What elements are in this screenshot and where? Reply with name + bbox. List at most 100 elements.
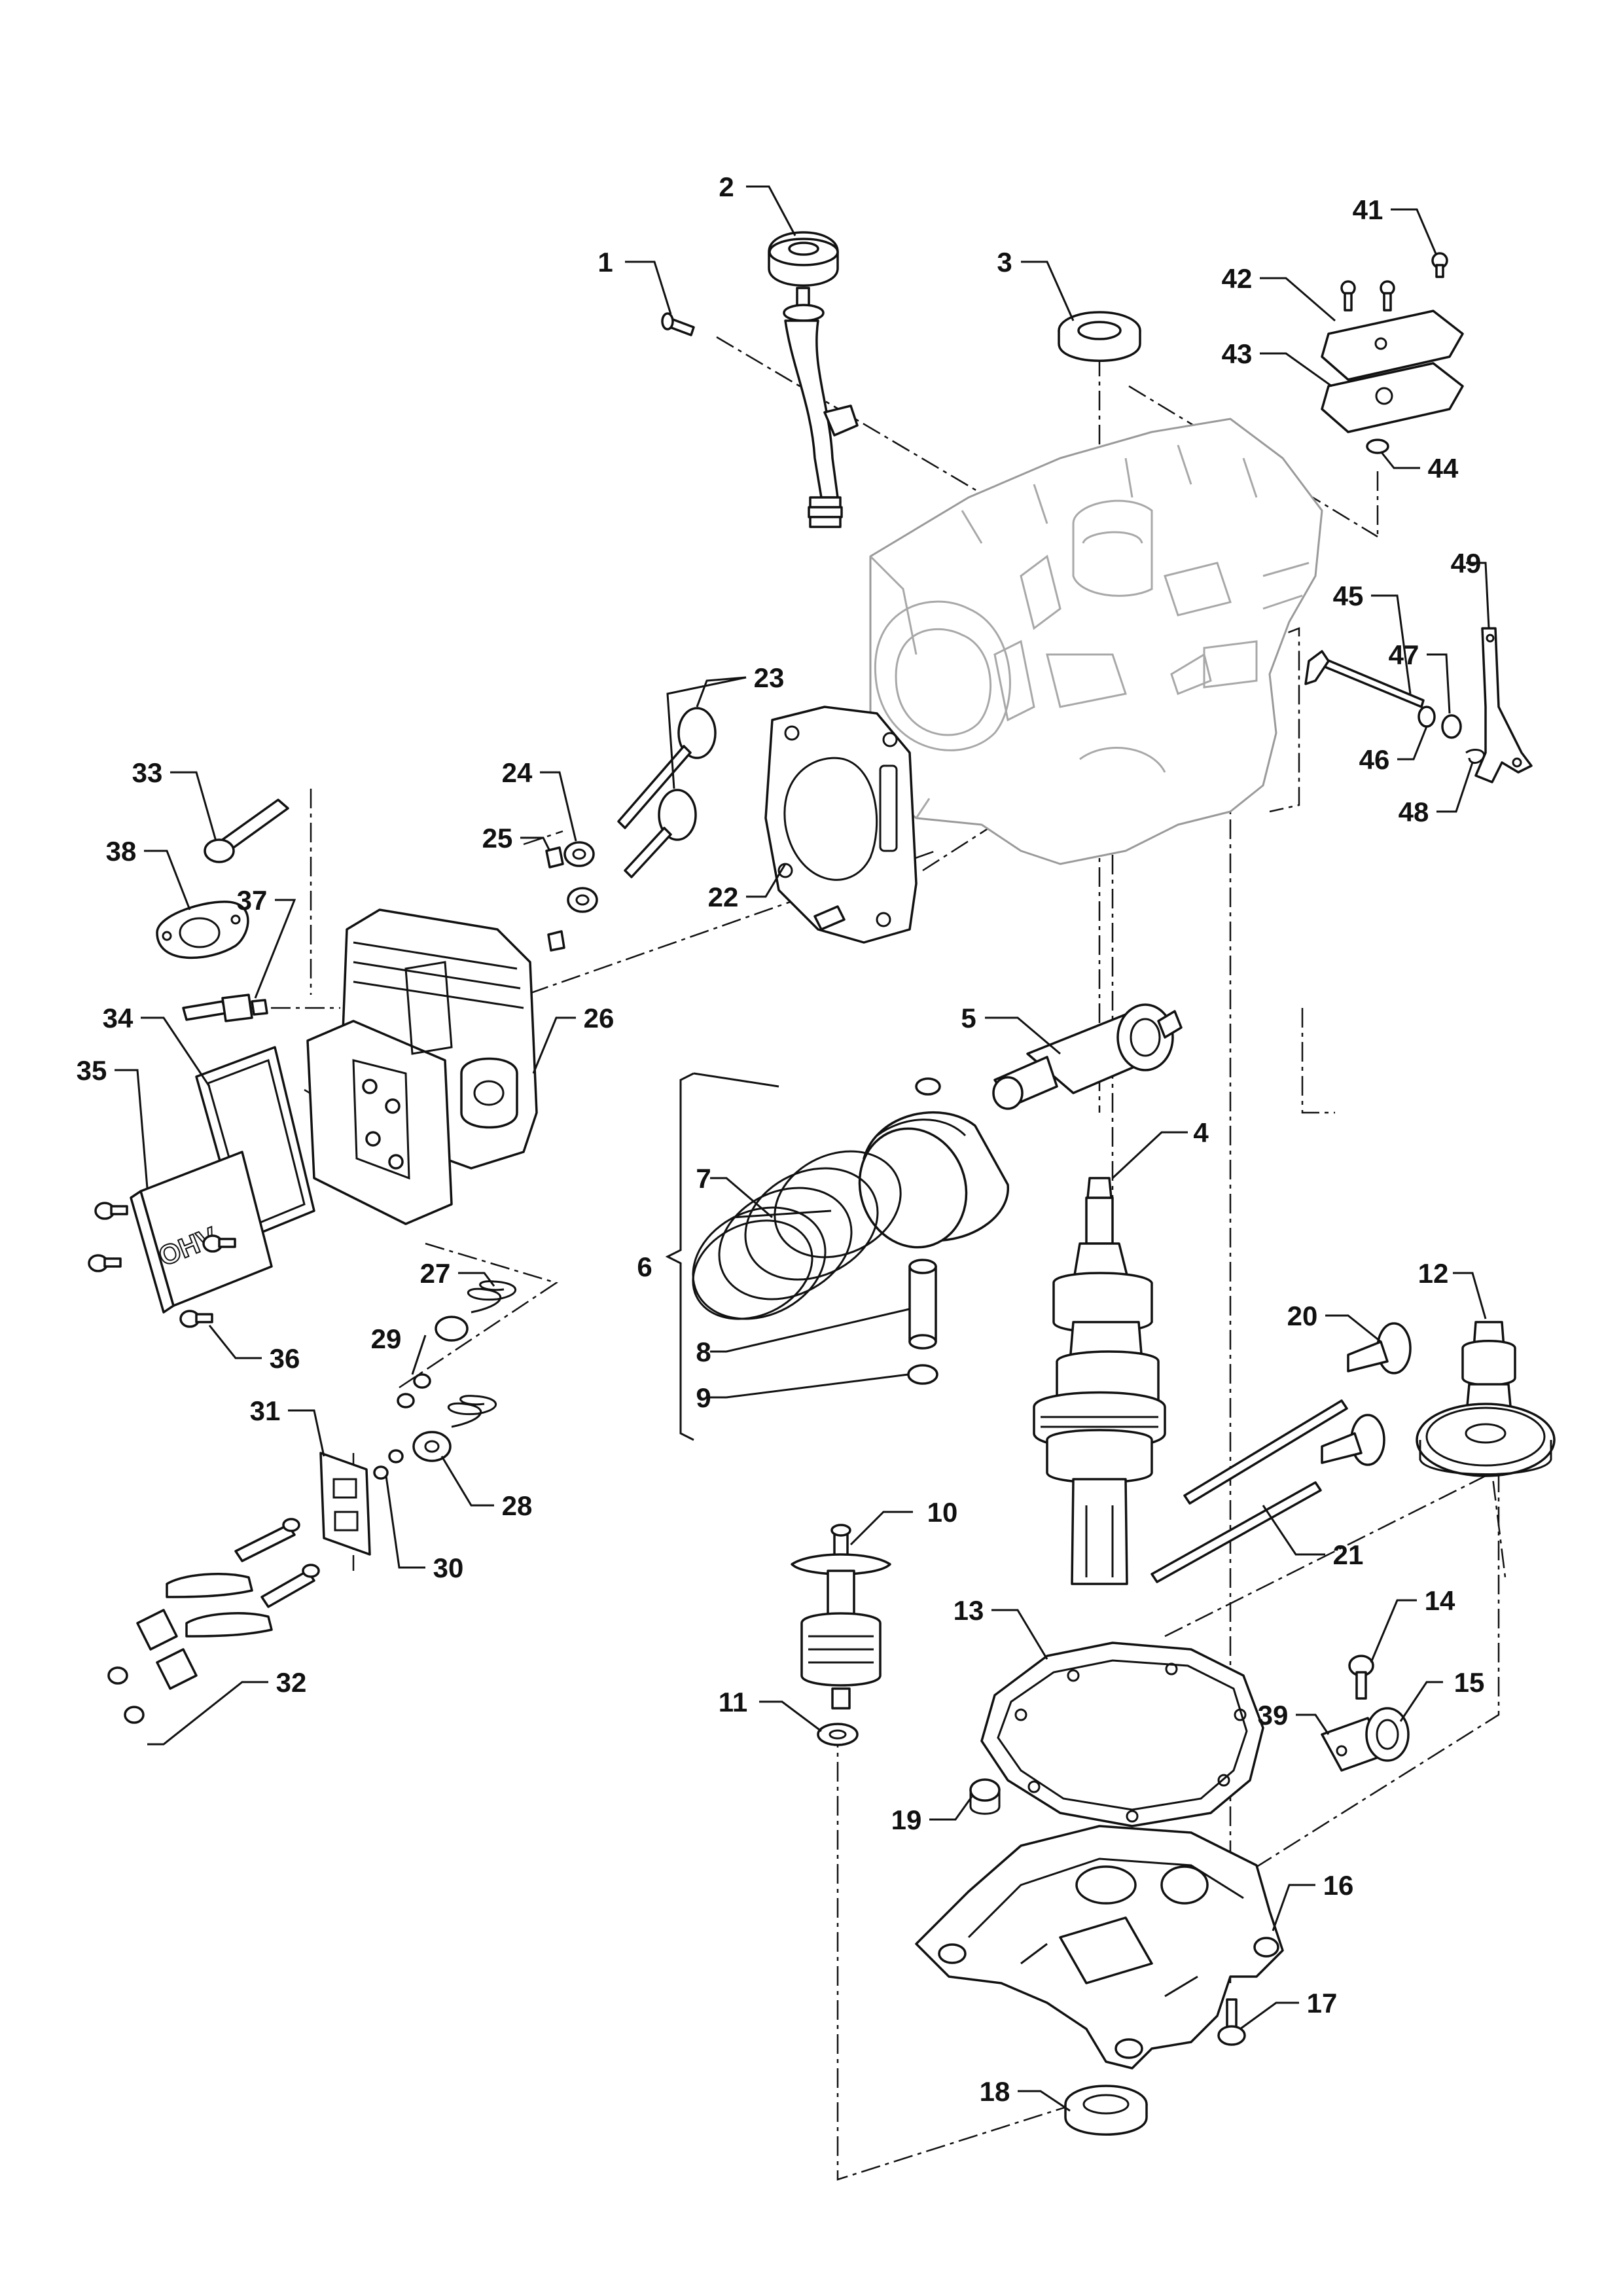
part-12-camshaft — [1416, 1321, 1556, 1477]
callout-30: 30 — [433, 1552, 464, 1583]
part-44-o-ring — [1366, 439, 1389, 454]
part-49-governor-lever — [1474, 627, 1533, 783]
part-5-connecting-rod — [992, 1003, 1183, 1110]
part-29-cap-b — [397, 1393, 415, 1408]
part-19-plug — [969, 1778, 1001, 1815]
part-37-spark-plug — [182, 994, 268, 1022]
callout-19: 19 — [891, 1804, 922, 1835]
callout-4: 4 — [1193, 1117, 1209, 1148]
callout-35: 35 — [77, 1055, 107, 1086]
callout-13: 13 — [954, 1595, 984, 1626]
part-2-dipstick — [768, 231, 859, 528]
callout-25: 25 — [482, 823, 513, 853]
callout-45: 45 — [1333, 581, 1364, 611]
callout-46: 46 — [1359, 744, 1390, 775]
callout-48: 48 — [1399, 797, 1429, 827]
callout-16: 16 — [1323, 1870, 1354, 1901]
part-7-piston-rings — [692, 1150, 902, 1320]
part-45-governor-shaft — [1304, 650, 1425, 708]
callout-8: 8 — [696, 1336, 711, 1367]
part-42-cover-plate — [1321, 280, 1464, 381]
callout-6: 6 — [637, 1251, 652, 1282]
callout-17: 17 — [1307, 1988, 1338, 2018]
part-8-piston-pin — [908, 1259, 937, 1350]
part-23-valves — [617, 707, 717, 878]
part-22-head-gasket — [764, 706, 918, 944]
part-14-bolt — [1348, 1655, 1374, 1700]
callout-2: 2 — [719, 171, 734, 202]
crankcase — [869, 418, 1323, 865]
callout-15: 15 — [1454, 1667, 1485, 1698]
part-43-gasket — [1321, 362, 1464, 433]
callout-31: 31 — [250, 1395, 281, 1426]
dowel-pin — [813, 905, 846, 931]
part-47-washer — [1441, 714, 1462, 739]
callout-14: 14 — [1425, 1585, 1455, 1616]
callout-11: 11 — [719, 1687, 747, 1717]
callout-32: 32 — [276, 1667, 307, 1698]
callout-1: 1 — [597, 247, 613, 278]
part-24-valve-seals — [563, 841, 598, 913]
callout-49: 49 — [1451, 548, 1482, 579]
callout-7: 7 — [696, 1163, 711, 1194]
part-18-oil-seal — [1064, 2085, 1148, 2136]
part-33-head-bolt — [204, 798, 289, 863]
callout-27: 27 — [420, 1258, 451, 1289]
part-26-cylinder-head — [306, 908, 538, 1225]
callout-5: 5 — [961, 1003, 976, 1033]
callout-10: 10 — [927, 1497, 958, 1528]
callout-24: 24 — [502, 757, 533, 788]
callout-43: 43 — [1222, 338, 1253, 369]
callout-42: 42 — [1222, 263, 1253, 294]
part-6-piston — [858, 1111, 1009, 1249]
part-21-push-rods — [1150, 1399, 1348, 1583]
piston-pin-clip — [915, 1077, 941, 1096]
callout-22: 22 — [708, 882, 739, 912]
part-36-cover-screws — [88, 1202, 236, 1328]
callout-3: 3 — [997, 247, 1012, 278]
part-25-valve-keepers — [545, 846, 565, 952]
part-11-washer — [817, 1723, 859, 1746]
part-32-rocker-arm-set — [107, 1518, 320, 1724]
callout-29: 29 — [371, 1323, 402, 1354]
callout-47: 47 — [1389, 639, 1419, 670]
callout-39: 39 — [1258, 1700, 1289, 1731]
callout-33: 33 — [132, 757, 163, 788]
part-41-screw — [1431, 252, 1448, 278]
part-1-bolt — [661, 312, 695, 336]
callout-20: 20 — [1287, 1300, 1318, 1331]
callout-26: 26 — [584, 1003, 615, 1033]
part-16-sump-cover — [915, 1825, 1284, 2070]
part-13-base-gasket — [980, 1641, 1264, 1827]
callout-38: 38 — [106, 836, 137, 867]
part-9-clip — [907, 1364, 938, 1385]
part-29-cap — [413, 1373, 431, 1389]
leader-lines — [115, 185, 1490, 2112]
callout-41: 41 — [1353, 194, 1383, 225]
assembly-7-bracket — [693, 1072, 832, 1219]
part-10-governor — [791, 1524, 891, 1710]
part-27-valve-spring — [435, 1280, 516, 1342]
callout-37: 37 — [237, 885, 268, 916]
part-31-guide-plate — [319, 1452, 371, 1556]
callout-labels: 1 2 3 4 5 6 7 8 9 10 11 12 13 14 15 16 1… — [77, 171, 1485, 2107]
part-30-keeper-b — [373, 1465, 389, 1480]
callout-18: 18 — [980, 2076, 1010, 2107]
callout-12: 12 — [1418, 1258, 1449, 1289]
part-46-washer — [1418, 706, 1436, 728]
part-28-valve-spring-retainer — [412, 1395, 497, 1462]
assembly-6-bracket — [665, 1072, 694, 1441]
part-17-screw — [1217, 1998, 1246, 2046]
callout-21: 21 — [1333, 1539, 1364, 1570]
callout-44: 44 — [1428, 453, 1459, 484]
callout-28: 28 — [502, 1490, 533, 1521]
part-38-intake-gasket — [156, 901, 249, 960]
callout-36: 36 — [270, 1343, 300, 1374]
callout-23: 23 — [754, 662, 785, 693]
callout-9: 9 — [696, 1382, 711, 1413]
callout-34: 34 — [103, 1003, 134, 1033]
part-30-keeper — [388, 1449, 404, 1463]
part-3-oil-seal — [1058, 311, 1141, 362]
part-20-tappets — [1321, 1322, 1412, 1466]
